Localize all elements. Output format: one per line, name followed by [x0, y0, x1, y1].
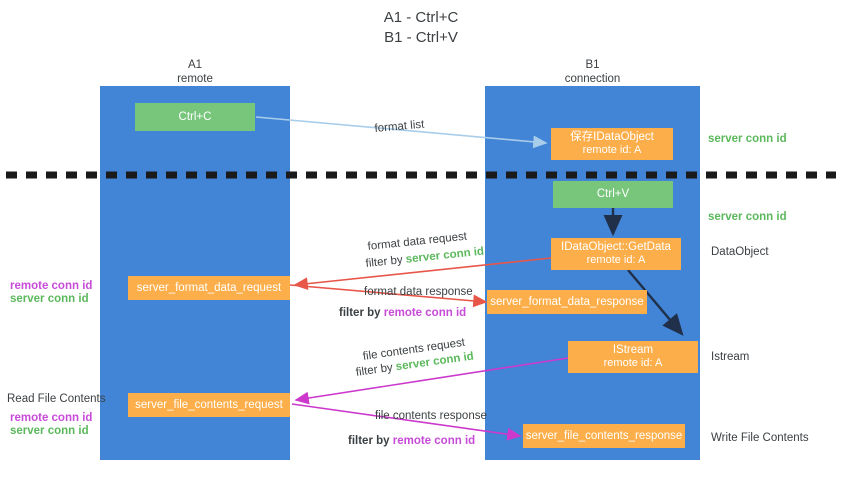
- node-idataobject-getdata[interactable]: IDataObject::GetData remote id: A: [551, 238, 681, 270]
- annotation-write-file-contents: Write File Contents: [711, 431, 809, 445]
- edge-label-file-contents-response-text: file contents response: [375, 410, 487, 422]
- node-save-idataobject-line2: remote id: A: [582, 144, 642, 156]
- edge-label-format-data-response: format data response: [364, 285, 473, 299]
- filter-value-remote-conn-id: remote conn id: [392, 435, 476, 447]
- node-server-file-contents-response-label: server_file_contents_response: [525, 429, 683, 442]
- node-idataobject-getdata-line2: remote id: A: [586, 254, 646, 266]
- annotation-left-server-conn-id-1: server conn id: [10, 292, 89, 306]
- node-server-format-data-request[interactable]: server_format_data_request: [128, 276, 290, 300]
- node-server-file-contents-request[interactable]: server_file_contents_request: [128, 393, 290, 417]
- node-istream-line2: remote id: A: [603, 357, 663, 369]
- node-server-format-data-response[interactable]: server_format_data_response: [487, 290, 647, 314]
- swimlane-a1-sub: remote: [177, 73, 213, 85]
- edge-label-format-data-response-filter: filter by remote conn id: [339, 306, 466, 320]
- annotation-read-file-contents: Read File Contents: [7, 392, 105, 406]
- node-ctrl-c-label: Ctrl+C: [178, 110, 212, 123]
- filter-prefix: filter by: [339, 307, 384, 319]
- node-server-format-data-response-label: server_format_data_response: [490, 295, 644, 308]
- swimlane-a1-name: A1: [187, 59, 203, 71]
- edge-label-format-list: format list: [374, 118, 425, 136]
- filter-prefix: filter by: [348, 435, 393, 447]
- page-title: A1 - Ctrl+C B1 - Ctrl+V: [0, 8, 842, 48]
- title-line-2: B1 - Ctrl+V: [384, 29, 458, 46]
- annotation-text: server conn id: [708, 211, 787, 223]
- annotation-text: remote conn id: [10, 280, 93, 292]
- node-save-idataobject-line1: 保存IDataObject: [570, 131, 654, 143]
- annotation-text: Write File Contents: [711, 432, 809, 444]
- annotation-text: Read File Contents: [7, 393, 106, 405]
- node-ctrl-v-label: Ctrl+V: [596, 188, 630, 200]
- edge-label-format-list-text: format list: [374, 118, 425, 135]
- node-save-idataobject[interactable]: 保存IDataObject remote id: A: [551, 128, 673, 160]
- annotation-left-remote-conn-id-1: remote conn id: [10, 279, 92, 293]
- annotation-text: server conn id: [10, 425, 89, 437]
- edge-label-file-contents-response-filter: filter by remote conn id: [348, 434, 475, 448]
- node-istream-line1: IStream: [612, 344, 654, 356]
- annotation-server-conn-id-1: server conn id: [708, 132, 787, 146]
- swimlane-b1-sub: connection: [564, 73, 621, 85]
- swimlane-b1-name: B1: [585, 59, 600, 71]
- node-server-format-data-request-label: server_format_data_request: [136, 281, 282, 294]
- node-ctrl-v[interactable]: Ctrl+V: [553, 181, 673, 208]
- annotation-server-conn-id-2: server conn id: [708, 210, 787, 224]
- annotation-text: Istream: [711, 351, 750, 363]
- annotation-left-server-conn-id-2: server conn id: [10, 424, 89, 438]
- node-idataobject-getdata-line1: IDataObject::GetData: [561, 241, 671, 253]
- node-server-file-contents-request-label: server_file_contents_request: [135, 398, 283, 411]
- annotation-text: server conn id: [10, 293, 89, 305]
- annotation-left-remote-conn-id-2: remote conn id: [10, 411, 92, 425]
- annotation-istream: Istream: [711, 350, 749, 364]
- annotation-text: server conn id: [708, 133, 787, 145]
- annotation-text: DataObject: [711, 246, 769, 258]
- node-ctrl-c[interactable]: Ctrl+C: [135, 103, 255, 131]
- annotation-data-object: DataObject: [711, 245, 769, 259]
- edge-label-file-contents-response: file contents response: [375, 409, 487, 423]
- swimlane-a1-header: A1 remote: [100, 58, 290, 86]
- edge-label-format-data-response-text: format data response: [364, 286, 473, 298]
- title-line-1: A1 - Ctrl+C: [383, 9, 459, 26]
- annotation-text: remote conn id: [10, 412, 93, 424]
- node-istream[interactable]: IStream remote id: A: [568, 341, 698, 373]
- node-server-file-contents-response[interactable]: server_file_contents_response: [523, 424, 685, 448]
- filter-prefix: filter by: [365, 253, 407, 270]
- swimlane-b1-header: B1 connection: [485, 58, 700, 86]
- filter-prefix: filter by: [355, 361, 397, 379]
- filter-value-remote-conn-id: remote conn id: [383, 307, 467, 319]
